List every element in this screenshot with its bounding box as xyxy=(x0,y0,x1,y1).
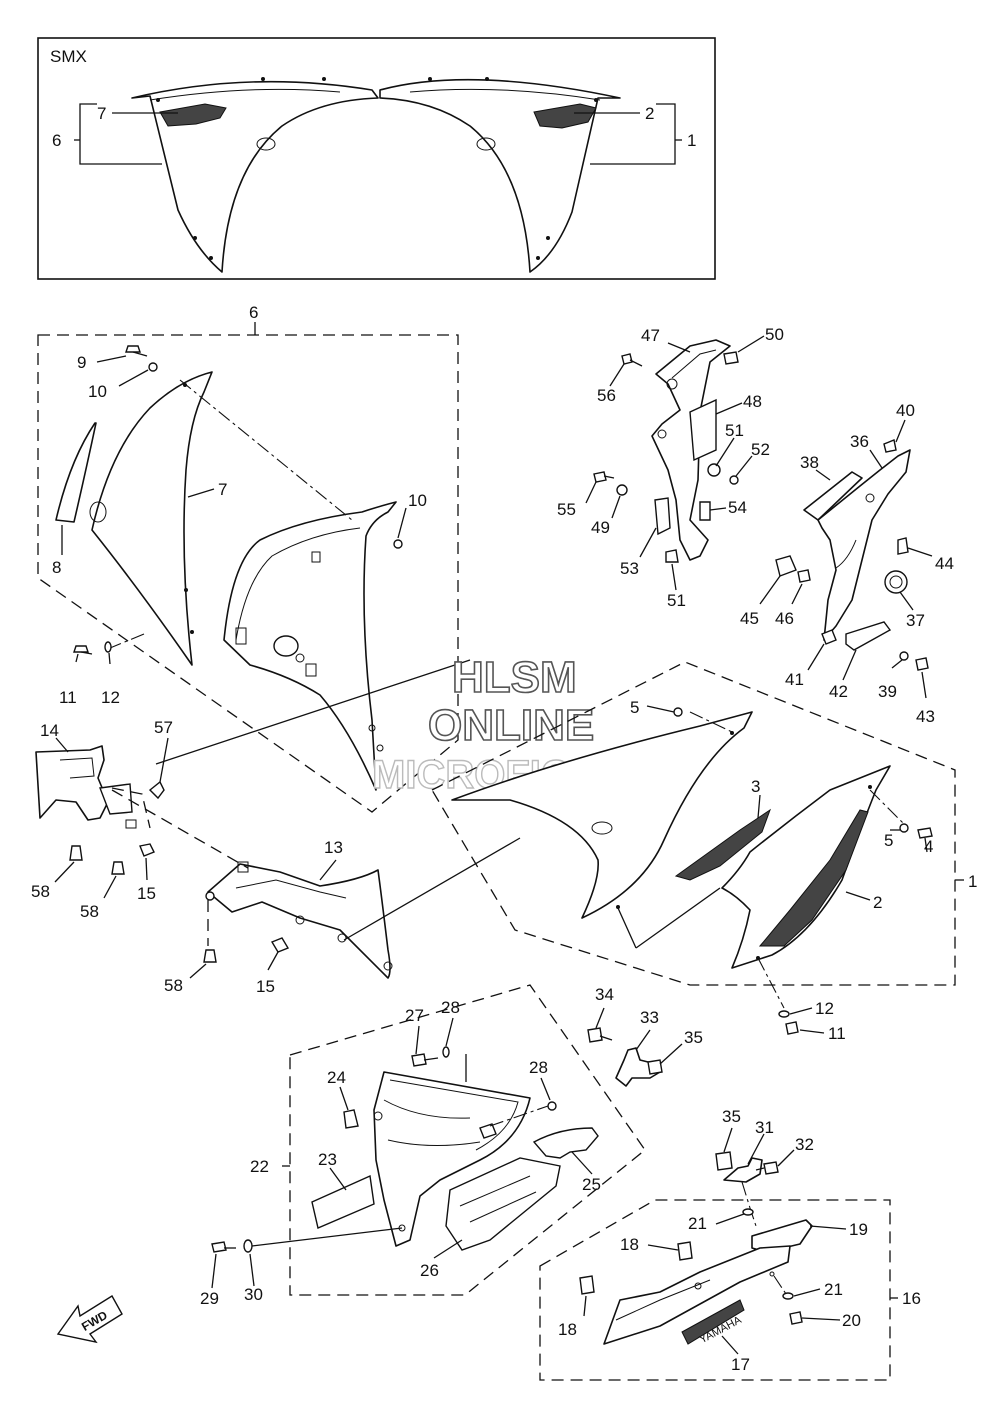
right-cowling-assembly: 1 5 3 5 4 2 12 11 xyxy=(431,661,977,1043)
bracket-31-group: 35 31 32 xyxy=(715,1107,814,1227)
label-20: 20 xyxy=(842,1311,861,1330)
label-42: 42 xyxy=(829,682,848,701)
label-11-right: 11 xyxy=(828,1024,846,1043)
label-10-upper: 10 xyxy=(88,382,107,401)
watermark-line2: ONLINE xyxy=(428,701,594,750)
label-16: 16 xyxy=(902,1289,921,1308)
label-46: 46 xyxy=(775,609,794,628)
label-54: 54 xyxy=(728,498,747,517)
label-9: 9 xyxy=(77,353,86,372)
label-47: 47 xyxy=(641,326,660,345)
label-58-a: 58 xyxy=(31,882,50,901)
label-15-a: 15 xyxy=(137,884,156,903)
label-37: 37 xyxy=(906,611,925,630)
label-12-left: 12 xyxy=(101,688,120,707)
label-56: 56 xyxy=(597,386,616,405)
smx-variant-box: SMX 7 6 2 1 xyxy=(37,37,716,280)
label-55: 55 xyxy=(557,500,576,519)
label-10-right: 10 xyxy=(408,491,427,510)
label-50: 50 xyxy=(765,325,784,344)
label-13: 13 xyxy=(324,838,343,857)
label-27: 27 xyxy=(405,1006,424,1025)
label-30: 30 xyxy=(244,1285,263,1304)
label-40: 40 xyxy=(896,401,915,420)
label-58-c: 58 xyxy=(164,976,183,995)
cowling-stay-group: 47 50 56 48 51 52 55 49 54 53 51 xyxy=(557,325,784,610)
label-smx-2: 2 xyxy=(645,104,654,123)
smx-r1-decal-right xyxy=(533,103,597,129)
label-24: 24 xyxy=(327,1068,346,1087)
label-19: 19 xyxy=(849,1220,868,1239)
bracket-33-group: 34 33 35 xyxy=(587,985,703,1087)
label-4: 4 xyxy=(924,837,933,856)
label-49: 49 xyxy=(591,518,610,537)
label-18-upper: 18 xyxy=(620,1235,639,1254)
label-8: 8 xyxy=(52,558,61,577)
label-1: 1 xyxy=(968,872,977,891)
under-cowl-assembly: 22 27 28 24 28 23 25 xyxy=(200,984,646,1308)
label-44: 44 xyxy=(935,554,954,573)
label-45: 45 xyxy=(740,609,759,628)
smx-box-label: SMX xyxy=(50,47,87,66)
label-29: 29 xyxy=(200,1289,219,1308)
smx-r1-decal-left xyxy=(159,103,227,127)
label-7: 7 xyxy=(218,480,227,499)
label-28-upper: 28 xyxy=(441,998,460,1017)
label-11-left: 11 xyxy=(59,688,77,707)
air-duct-group: 40 36 38 44 45 46 37 41 42 39 43 xyxy=(740,401,954,726)
label-21-upper: 21 xyxy=(688,1214,707,1233)
label-48: 48 xyxy=(743,392,762,411)
label-58-b: 58 xyxy=(80,902,99,921)
inner-panel-group: 14 57 58 58 15 13 58 15 xyxy=(31,659,521,996)
label-23: 23 xyxy=(318,1150,337,1169)
label-28-right: 28 xyxy=(529,1058,548,1077)
label-22: 22 xyxy=(250,1157,269,1176)
label-53: 53 xyxy=(620,559,639,578)
label-35-lower: 35 xyxy=(722,1107,741,1126)
label-35-upper: 35 xyxy=(684,1028,703,1047)
forward-arrow-icon: FWD xyxy=(56,1295,123,1344)
label-15-b: 15 xyxy=(256,977,275,996)
label-38: 38 xyxy=(800,453,819,472)
watermark-line1: HLSM xyxy=(452,653,577,702)
left-cowling-assembly: 6 9 10 7 10 8 11 xyxy=(37,303,459,813)
label-32: 32 xyxy=(795,1135,814,1154)
label-51-a: 51 xyxy=(725,421,744,440)
label-39: 39 xyxy=(878,682,897,701)
label-34: 34 xyxy=(595,985,614,1004)
label-51-b: 51 xyxy=(667,591,686,610)
label-31: 31 xyxy=(755,1118,774,1137)
label-21-lower: 21 xyxy=(824,1280,843,1299)
label-25: 25 xyxy=(582,1175,601,1194)
label-43: 43 xyxy=(916,707,935,726)
label-18-lower: 18 xyxy=(558,1320,577,1339)
label-57: 57 xyxy=(154,718,173,737)
label-2: 2 xyxy=(873,893,882,912)
label-26: 26 xyxy=(420,1261,439,1280)
lower-cowl-assembly: 16 YAMAHA 21 19 18 21 18 20 17 xyxy=(539,1199,921,1381)
label-smx-6: 6 xyxy=(52,131,61,150)
label-3: 3 xyxy=(751,777,760,796)
label-6: 6 xyxy=(249,303,258,322)
label-smx-1: 1 xyxy=(687,131,696,150)
label-52: 52 xyxy=(751,440,770,459)
label-14: 14 xyxy=(40,721,59,740)
label-33: 33 xyxy=(640,1008,659,1027)
label-17: 17 xyxy=(731,1355,750,1374)
label-41: 41 xyxy=(785,670,804,689)
label-5-upper: 5 xyxy=(630,698,639,717)
label-smx-7: 7 xyxy=(97,104,106,123)
label-5-right: 5 xyxy=(884,831,893,850)
label-12-right: 12 xyxy=(815,999,834,1018)
label-36: 36 xyxy=(850,432,869,451)
